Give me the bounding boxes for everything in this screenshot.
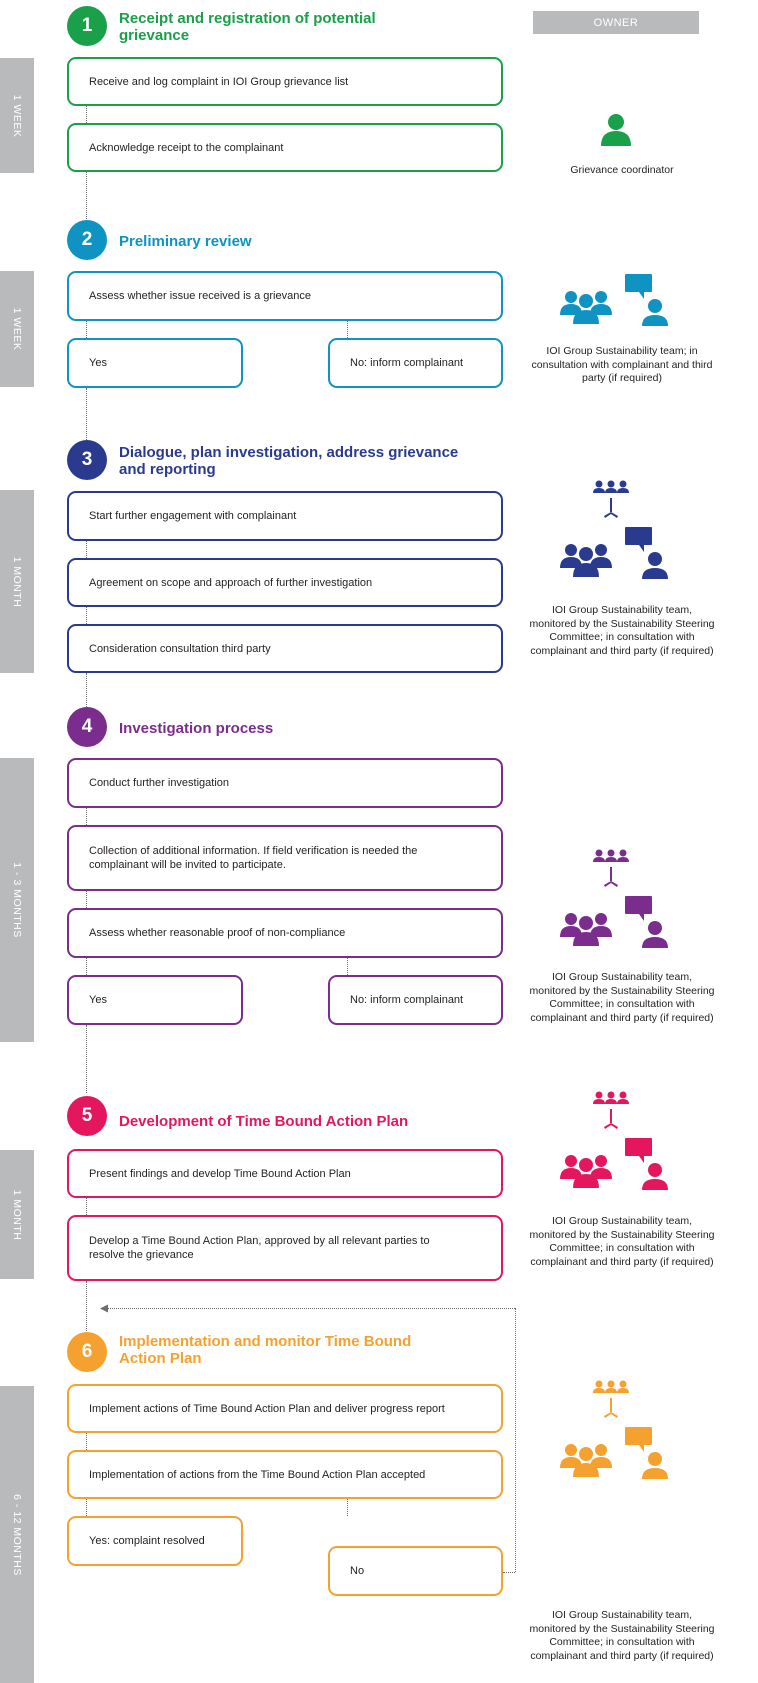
step-6-title: Implementation and monitor Time Bound Ac… bbox=[119, 1333, 412, 1367]
step-2-title: Preliminary review bbox=[119, 233, 252, 250]
step-3-owner: IOI Group Sustainability team, monitored… bbox=[529, 604, 715, 657]
connector bbox=[86, 1433, 87, 1450]
duration-label: 1 - 3 MONTHS bbox=[11, 862, 23, 938]
step-3-box-third-party: Consideration consultation third party bbox=[67, 624, 503, 673]
step-5-box-present-findings: Present findings and develop Time Bound … bbox=[67, 1149, 503, 1198]
duration-bar-step-1: 1 WEEK bbox=[0, 58, 34, 173]
step-3-title: Dialogue, plan investigation, address gr… bbox=[119, 444, 459, 478]
step-4-box-assess-proof: Assess whether reasonable proof of non-c… bbox=[67, 908, 503, 958]
step-1-box-acknowledge: Acknowledge receipt to the complainant bbox=[67, 123, 503, 172]
duration-bar-step-5: 1 MONTH bbox=[0, 1150, 34, 1279]
step-4-box-investigate: Conduct further investigation bbox=[67, 758, 503, 808]
step-5-number-badge: 5 bbox=[67, 1096, 107, 1136]
step-1-box-log-complaint: Receive and log complaint in IOI Group g… bbox=[67, 57, 503, 106]
arrowhead-left-icon bbox=[100, 1304, 108, 1313]
connector bbox=[86, 388, 87, 440]
step-1-number-badge: 1 bbox=[67, 6, 107, 46]
step-6-number-badge: 6 bbox=[67, 1332, 107, 1372]
connector bbox=[86, 673, 87, 707]
committee-team-consultation-icon bbox=[560, 849, 668, 948]
step-6-box-implement: Implement actions of Time Bound Action P… bbox=[67, 1384, 503, 1433]
connector bbox=[86, 172, 87, 225]
committee-team-consultation-icon bbox=[560, 1380, 668, 1479]
step-5-title: Development of Time Bound Action Plan bbox=[119, 1113, 409, 1130]
duration-label: 1 MONTH bbox=[11, 556, 23, 607]
duration-bar-step-6: 6 - 12 MONTHS bbox=[0, 1386, 34, 1683]
duration-bar-step-3: 1 MONTH bbox=[0, 490, 34, 673]
committee-team-consultation-icon bbox=[560, 480, 668, 579]
step-1-owner: Grievance coordinator bbox=[570, 164, 674, 176]
connector bbox=[86, 106, 87, 123]
connector bbox=[86, 541, 87, 558]
connector bbox=[347, 321, 348, 338]
duration-label: 1 MONTH bbox=[11, 1189, 23, 1240]
step-2-branch-yes: Yes bbox=[67, 338, 243, 388]
connector bbox=[86, 607, 87, 624]
feedback-loop-line bbox=[515, 1308, 516, 1572]
single-person-icon bbox=[601, 114, 631, 146]
duration-label: 6 - 12 MONTHS bbox=[11, 1493, 23, 1576]
duration-label: 1 WEEK bbox=[11, 94, 23, 137]
step-2-owner: IOI Group Sustainability team; in consul… bbox=[531, 345, 713, 384]
duration-bar-step-2: 1 WEEK bbox=[0, 271, 34, 387]
step-2-branch-no: No: inform complainant bbox=[328, 338, 503, 388]
step-6-branch-no: No bbox=[328, 1546, 503, 1596]
step-5-owner: IOI Group Sustainability team, monitored… bbox=[529, 1215, 715, 1268]
connector bbox=[86, 321, 87, 338]
step-3-number-badge: 3 bbox=[67, 440, 107, 480]
owner-column-header: OWNER bbox=[533, 11, 699, 34]
duration-bar-step-4: 1 - 3 MONTHS bbox=[0, 758, 34, 1042]
step-4-branch-yes: Yes bbox=[67, 975, 243, 1025]
connector bbox=[86, 1025, 87, 1093]
step-3-box-agreement: Agreement on scope and approach of furth… bbox=[67, 558, 503, 607]
step-2-number-badge: 2 bbox=[67, 220, 107, 260]
team-consultation-icon bbox=[560, 274, 668, 326]
feedback-loop-line bbox=[108, 1308, 515, 1309]
committee-team-consultation-icon bbox=[560, 1091, 668, 1190]
connector bbox=[86, 1281, 87, 1333]
step-6-owner: IOI Group Sustainability team, monitored… bbox=[529, 1609, 715, 1662]
step-4-number-badge: 4 bbox=[67, 707, 107, 747]
duration-label: 1 WEEK bbox=[11, 307, 23, 351]
step-5-box-develop-plan: Develop a Time Bound Action Plan, approv… bbox=[67, 1215, 503, 1281]
connector bbox=[347, 1499, 348, 1516]
step-4-owner: IOI Group Sustainability team, monitored… bbox=[529, 971, 715, 1024]
step-3-box-engagement: Start further engagement with complainan… bbox=[67, 491, 503, 541]
connector bbox=[347, 958, 348, 975]
step-4-title: Investigation process bbox=[119, 720, 274, 737]
step-1-title: Receipt and registration of potential gr… bbox=[119, 10, 376, 44]
step-4-box-collect-info: Collection of additional information. If… bbox=[67, 825, 503, 891]
step-2-box-assess: Assess whether issue received is a griev… bbox=[67, 271, 503, 321]
connector bbox=[86, 891, 87, 908]
step-4-branch-no: No: inform complainant bbox=[328, 975, 503, 1025]
connector bbox=[86, 1198, 87, 1215]
feedback-loop-line bbox=[503, 1572, 515, 1573]
connector bbox=[86, 1499, 87, 1516]
step-6-branch-yes: Yes: complaint resolved bbox=[67, 1516, 243, 1566]
connector bbox=[86, 958, 87, 975]
connector bbox=[86, 808, 87, 825]
step-6-box-accepted: Implementation of actions from the Time … bbox=[67, 1450, 503, 1499]
